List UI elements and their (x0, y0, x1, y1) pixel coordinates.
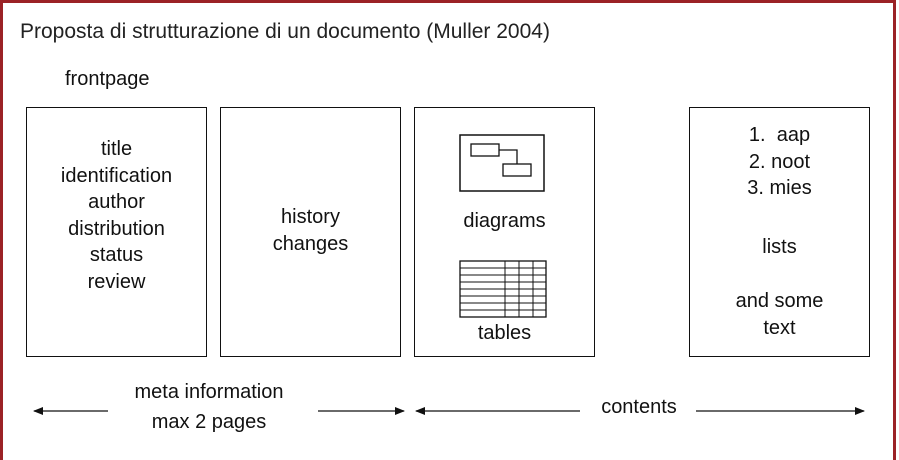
span-arrows (33, 407, 865, 415)
field-review: review (87, 270, 146, 293)
meta-information-label: meta information max 2 pages (134, 381, 284, 433)
table-icon (459, 260, 547, 318)
content-diagrams-tables-box: diagrams tables (414, 107, 595, 357)
field-distribution: distribution (68, 217, 165, 240)
history-label: history (281, 206, 340, 228)
frontpage-fields: title identification author distribution… (27, 136, 206, 295)
list-item: 1. aap (748, 124, 811, 146)
list-item: 3. mies (747, 177, 812, 199)
frontpage-box: title identification author distribution… (26, 107, 207, 357)
contents-label: contents (601, 396, 677, 418)
frontpage-label: frontpage (65, 68, 150, 90)
content-lists-text-box: 1. aap 2. noot 3. mies lists and some te… (689, 107, 870, 357)
text-label: and some text (735, 290, 824, 339)
field-identification: identification (60, 164, 173, 187)
field-status: status (89, 244, 144, 266)
field-author: author (88, 191, 145, 213)
changes-label: changes (272, 232, 349, 255)
lists-label: lists (762, 236, 797, 258)
list-item: 2. noot (748, 150, 811, 173)
field-title: title (100, 138, 133, 160)
numbered-list: 1. aap 2. noot 3. mies (690, 122, 869, 202)
diagrams-label: diagrams (463, 210, 546, 232)
diagram-icon (459, 134, 545, 192)
slide-title: Proposta di strutturazione di un documen… (20, 20, 550, 43)
tables-label: tables (477, 322, 532, 344)
history-box: history changes (220, 107, 401, 357)
